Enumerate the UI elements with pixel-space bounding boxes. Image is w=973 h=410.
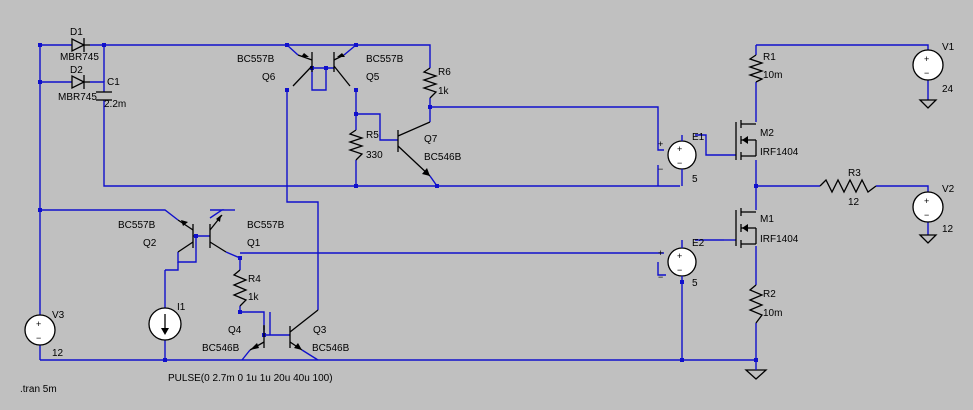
transistor-q4[interactable]: Q4 BC546B xyxy=(202,325,265,354)
mosfet-m1[interactable]: M1 IRF1404 xyxy=(735,208,799,248)
resistor-r1[interactable]: R1 10m xyxy=(747,52,782,83)
v2-minus: − xyxy=(924,210,929,220)
wires xyxy=(39,44,929,361)
transistor-q7[interactable]: Q7 BC546B xyxy=(397,121,462,177)
v3-minus: − xyxy=(36,333,41,343)
e1-in-minus: − xyxy=(658,164,663,174)
transistor-q1[interactable]: BC557B Q1 xyxy=(209,214,285,253)
q4-model: BC546B xyxy=(202,343,240,354)
v3-plus: + xyxy=(36,319,41,329)
i1-ref: I1 xyxy=(177,302,186,313)
v1-minus: − xyxy=(924,68,929,78)
e1-minus: − xyxy=(677,158,682,168)
q1-model: BC557B xyxy=(247,220,285,231)
q7-model: BC546B xyxy=(424,152,462,163)
r6-ref: R6 xyxy=(438,67,451,78)
sim-directive[interactable]: .tran 5m xyxy=(20,384,57,395)
r2-value: 10m xyxy=(763,308,782,319)
e2-plus: + xyxy=(677,251,682,261)
v3-value: 12 xyxy=(52,348,64,359)
q2-model: BC557B xyxy=(118,220,156,231)
q3-ref: Q3 xyxy=(313,325,327,336)
r1-value: 10m xyxy=(763,70,782,81)
r3-value: 12 xyxy=(848,197,860,208)
r6-value: 1k xyxy=(438,86,450,97)
source-v3[interactable]: + − V3 12 xyxy=(24,310,65,359)
current-source-i1[interactable]: I1 xyxy=(148,302,186,341)
transistor-q2[interactable]: BC557B Q2 xyxy=(118,219,194,253)
ground-v1 xyxy=(918,99,938,109)
v2-value: 12 xyxy=(942,224,954,235)
e2-ref: E2 xyxy=(692,238,705,249)
d1-model: MBR745 xyxy=(60,52,99,63)
v1-plus: + xyxy=(924,54,929,64)
v1-value: 24 xyxy=(942,84,954,95)
resistor-r4[interactable]: R4 1k xyxy=(232,269,261,307)
r3-ref: R3 xyxy=(848,168,861,179)
q1-ref: Q1 xyxy=(247,238,261,249)
e2-in-minus: − xyxy=(658,272,663,282)
q6-model: BC557B xyxy=(237,54,275,65)
diode-d2[interactable]: D2 MBR745 xyxy=(58,65,97,103)
source-v1[interactable]: + − V1 24 xyxy=(912,42,955,95)
source-e2[interactable]: + − + − E2 5 xyxy=(658,238,705,289)
m1-model: IRF1404 xyxy=(760,234,799,245)
resistor-r5[interactable]: R5 330 xyxy=(347,114,383,161)
r1-ref: R1 xyxy=(763,52,776,63)
junctions xyxy=(38,43,758,362)
e1-value: 5 xyxy=(692,174,698,185)
m2-ref: M2 xyxy=(760,128,774,139)
resistor-r6[interactable]: R6 1k xyxy=(421,67,451,99)
d2-ref: D2 xyxy=(70,65,83,76)
q5-ref: Q5 xyxy=(366,72,380,83)
q6-ref: Q6 xyxy=(262,72,276,83)
r5-ref: R5 xyxy=(366,130,379,141)
ground-v2 xyxy=(918,234,938,244)
q3-model: BC546B xyxy=(312,343,350,354)
source-v2[interactable]: + − V2 12 xyxy=(912,184,955,235)
v2-plus: + xyxy=(924,196,929,206)
d2-model: MBR745 xyxy=(58,92,97,103)
resistor-r2[interactable]: R2 10m xyxy=(748,284,782,324)
e1-in-plus: + xyxy=(658,139,663,149)
resistor-r3[interactable]: R3 12 xyxy=(819,168,877,208)
q4-ref: Q4 xyxy=(228,325,242,336)
transistor-q5[interactable]: BC557B Q5 xyxy=(333,52,404,87)
transistor-q6[interactable]: BC557B Q6 xyxy=(237,52,313,87)
r2-ref: R2 xyxy=(763,289,776,300)
diode-d1[interactable]: D1 MBR745 xyxy=(60,27,99,63)
r4-ref: R4 xyxy=(248,274,261,285)
ground-main xyxy=(744,360,768,380)
v2-ref: V2 xyxy=(942,184,955,195)
c1-ref: C1 xyxy=(107,77,120,88)
r5-value: 330 xyxy=(366,150,383,161)
pulse-spec: PULSE(0 2.7m 0 1u 1u 20u 40u 100) xyxy=(168,373,333,384)
source-e1[interactable]: + − + − E1 5 xyxy=(658,132,705,186)
v3-ref: V3 xyxy=(52,310,65,321)
transistor-q3[interactable]: Q3 BC546B xyxy=(289,309,350,354)
e2-minus: − xyxy=(677,265,682,275)
e1-ref: E1 xyxy=(692,132,705,143)
mosfet-m2[interactable]: M2 IRF1404 xyxy=(735,120,799,160)
q7-ref: Q7 xyxy=(424,134,438,145)
q5-model: BC557B xyxy=(366,54,404,65)
c1-value: 2.2m xyxy=(104,99,126,110)
e2-in-plus: + xyxy=(658,248,663,258)
e2-value: 5 xyxy=(692,278,698,289)
r4-value: 1k xyxy=(248,292,260,303)
q2-ref: Q2 xyxy=(143,238,157,249)
e1-plus: + xyxy=(677,144,682,154)
m2-model: IRF1404 xyxy=(760,147,799,158)
v1-ref: V1 xyxy=(942,42,955,53)
capacitor-c1[interactable]: C1 2.2m xyxy=(96,77,126,110)
d1-ref: D1 xyxy=(70,27,83,38)
m1-ref: M1 xyxy=(760,214,774,225)
